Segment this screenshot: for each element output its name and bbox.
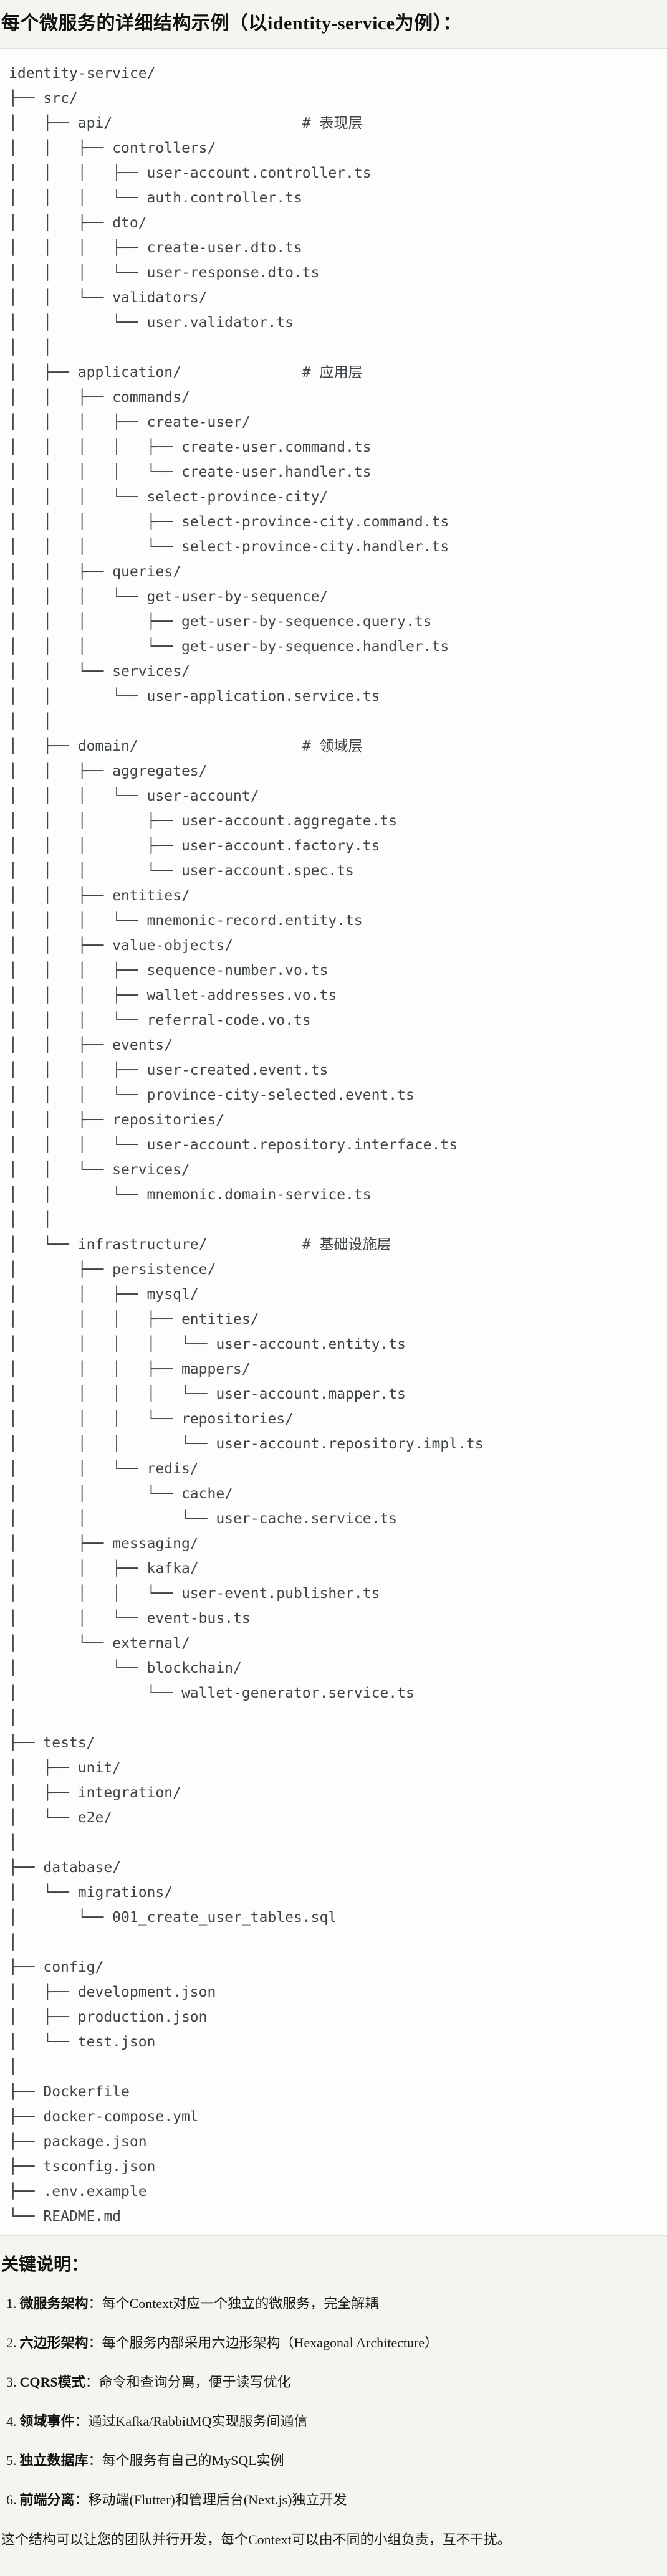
- note-item-4: 4.领域事件：通过Kafka/RabbitMQ实现服务间通信: [1, 2412, 666, 2431]
- note-term: 独立数据库: [19, 2453, 89, 2468]
- note-term: 六边形架构: [19, 2335, 89, 2350]
- note-number: 2.: [6, 2335, 17, 2350]
- notes-list: 1.微服务架构：每个Context对应一个独立的微服务，完全解耦 2.六边形架构…: [1, 2294, 666, 2509]
- note-term: 前端分离: [19, 2492, 75, 2507]
- directory-tree-code-block: identity-service/ ├── src/ │ ├── api/ # …: [0, 48, 667, 2236]
- note-colon: ：: [88, 2335, 102, 2350]
- note-number: 1.: [6, 2296, 17, 2311]
- note-term: 领域事件: [19, 2413, 75, 2429]
- note-number: 6.: [6, 2492, 17, 2507]
- note-item-3: 3.CQRS模式：命令和查询分离，便于读写优化: [1, 2373, 666, 2392]
- note-number: 4.: [6, 2413, 17, 2429]
- note-description: 每个Context对应一个独立的微服务，完全解耦: [102, 2296, 379, 2311]
- note-item-1: 1.微服务架构：每个Context对应一个独立的微服务，完全解耦: [1, 2294, 666, 2313]
- page-title: 每个微服务的详细结构示例（以identity-service为例）：: [1, 13, 462, 34]
- note-colon: ：: [88, 2453, 102, 2468]
- note-description: 移动端(Flutter)和管理后台(Next.js)独立开发: [88, 2492, 347, 2507]
- note-colon: ：: [74, 2492, 89, 2507]
- note-item-2: 2.六边形架构：每个服务内部采用六边形架构（Hexagonal Architec…: [1, 2334, 666, 2352]
- note-item-6: 6.前端分离：移动端(Flutter)和管理后台(Next.js)独立开发: [1, 2491, 666, 2509]
- note-description: 每个服务有自己的MySQL实例: [102, 2453, 284, 2468]
- note-colon: ：: [88, 2296, 102, 2311]
- notes-section: 关键说明： 1.微服务架构：每个Context对应一个独立的微服务，完全解耦 2…: [0, 2252, 667, 2550]
- note-description: 命令和查询分离，便于读写优化: [98, 2374, 291, 2390]
- document-page: 每个微服务的详细结构示例（以identity-service为例）： ident…: [0, 11, 667, 2550]
- note-item-5: 5.独立数据库：每个服务有自己的MySQL实例: [1, 2451, 666, 2470]
- note-description: 通过Kafka/RabbitMQ实现服务间通信: [88, 2413, 308, 2429]
- note-number: 3.: [6, 2374, 17, 2390]
- note-description: 每个服务内部采用六边形架构（Hexagonal Architecture）: [102, 2335, 439, 2350]
- notes-footer: 这个结构可以让您的团队并行开发，每个Context可以由不同的小组负责，互不干扰…: [1, 2532, 511, 2547]
- note-term: 微服务架构: [19, 2296, 89, 2311]
- note-number: 5.: [6, 2453, 17, 2468]
- note-colon: ：: [74, 2413, 89, 2429]
- note-colon: ：: [85, 2374, 99, 2390]
- notes-heading: 关键说明：: [1, 2255, 89, 2274]
- directory-tree: identity-service/ ├── src/ │ ├── api/ # …: [9, 65, 484, 2225]
- note-term: CQRS模式: [19, 2374, 85, 2390]
